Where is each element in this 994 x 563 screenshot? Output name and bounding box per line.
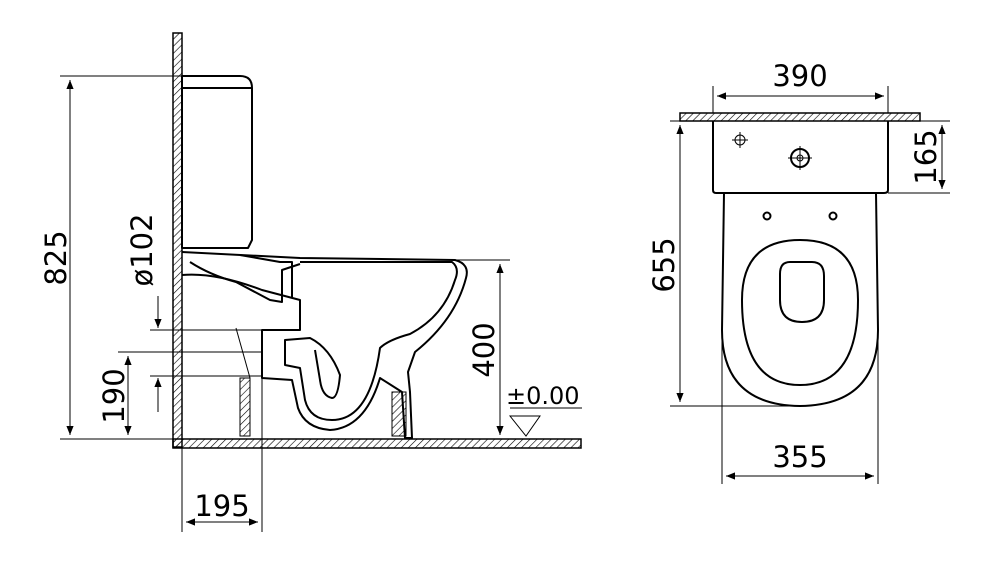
dim-rim-height: 400 xyxy=(467,322,501,377)
dim-floor-level: ±0.00 xyxy=(506,382,580,410)
top-wall xyxy=(679,112,921,122)
bowl-inner-wall xyxy=(284,261,458,421)
cistern-top xyxy=(712,121,889,194)
cistern-tank xyxy=(181,75,253,249)
hinge-hole-right xyxy=(828,211,838,221)
water-spot xyxy=(779,261,825,323)
dim-outlet-wall-distance: 195 xyxy=(194,489,249,523)
hinge-hole-left xyxy=(762,211,772,221)
dim-tank-depth: 165 xyxy=(909,129,943,184)
dim-bowl-width: 355 xyxy=(772,440,827,474)
dim-tank-top-height: 825 xyxy=(39,230,73,285)
flush-channel xyxy=(189,261,301,303)
floor xyxy=(172,438,582,449)
dim-outlet-height: 190 xyxy=(97,368,131,423)
floor-level-marker xyxy=(508,415,541,437)
dim-overall-length: 655 xyxy=(647,237,681,292)
bowl-outline-top xyxy=(721,192,879,407)
dim-outlet-diameter: ø102 xyxy=(125,213,159,286)
foot-section xyxy=(391,391,407,437)
bowl-inner-rim xyxy=(741,239,859,386)
side-view: 825 ø102 190 195 400 ±0.00 xyxy=(39,32,582,532)
top-view: 390 165 655 355 xyxy=(647,59,950,484)
wall xyxy=(172,32,183,448)
flush-inlet xyxy=(239,254,293,298)
dim-top-width: 390 xyxy=(772,59,827,93)
pipe-curve xyxy=(235,327,251,379)
pipe-section xyxy=(239,377,251,437)
bowl-outer-shell xyxy=(181,251,468,439)
